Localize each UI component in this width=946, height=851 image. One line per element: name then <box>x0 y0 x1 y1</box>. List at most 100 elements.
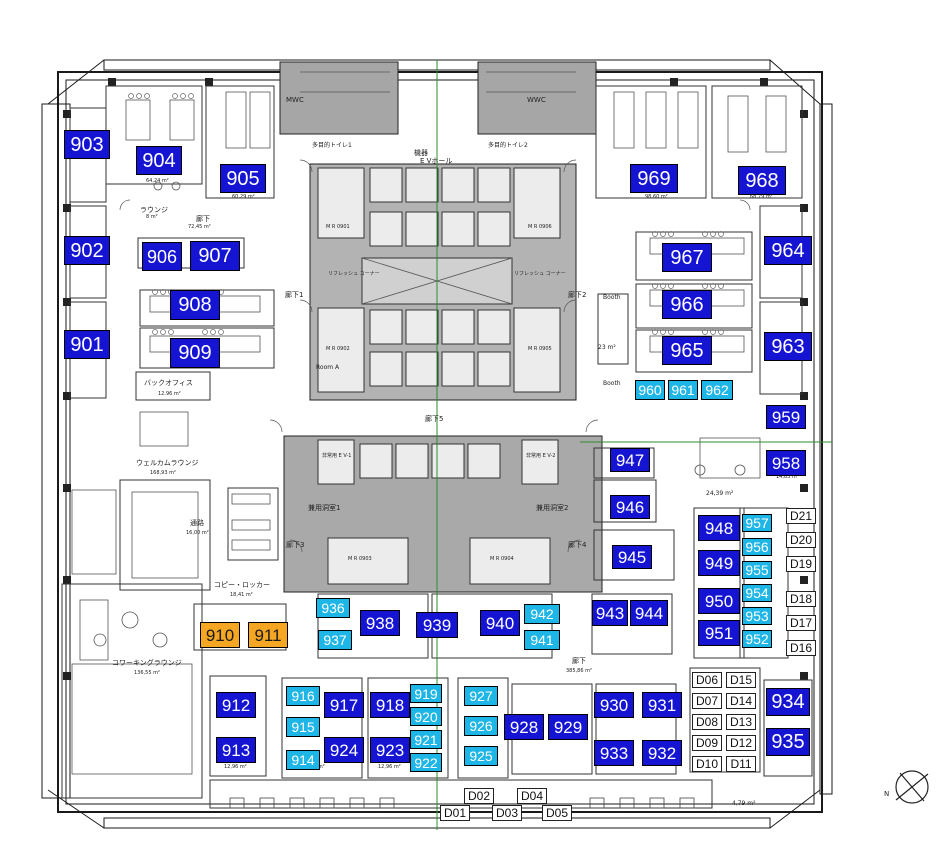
room-918[interactable]: 918 <box>370 692 410 718</box>
desk-D21[interactable]: D21 <box>786 508 816 524</box>
desk-D11[interactable]: D11 <box>726 756 756 772</box>
desk-D15[interactable]: D15 <box>726 672 756 688</box>
copy-locker-label: コピー・ロッカー <box>214 581 270 589</box>
desk-D08[interactable]: D08 <box>692 714 722 730</box>
room-962[interactable]: 962 <box>701 380 733 400</box>
room-936[interactable]: 936 <box>316 598 350 618</box>
room-953[interactable]: 953 <box>742 607 772 625</box>
area-913: 12,96 m² <box>224 764 247 770</box>
room-968[interactable]: 968 <box>738 166 786 195</box>
room-961[interactable]: 961 <box>668 380 698 400</box>
room-913[interactable]: 913 <box>216 737 256 763</box>
room-901[interactable]: 901 <box>64 330 110 359</box>
room-903[interactable]: 903 <box>64 130 110 159</box>
desk-D05[interactable]: D05 <box>542 805 572 821</box>
room-923[interactable]: 923 <box>370 737 410 763</box>
room-963[interactable]: 963 <box>764 332 812 361</box>
room-905[interactable]: 905 <box>220 164 266 193</box>
room-915[interactable]: 915 <box>286 717 320 737</box>
room-920[interactable]: 920 <box>410 707 442 726</box>
room-945[interactable]: 945 <box>612 545 652 569</box>
desk-D20[interactable]: D20 <box>786 532 816 548</box>
room-914[interactable]: 914 <box>286 750 320 770</box>
room-969[interactable]: 969 <box>630 164 678 193</box>
room-942[interactable]: 942 <box>524 604 560 624</box>
room-966[interactable]: 966 <box>662 290 712 319</box>
room-933[interactable]: 933 <box>594 740 634 766</box>
room-955[interactable]: 955 <box>742 561 772 579</box>
room-937[interactable]: 937 <box>318 630 352 650</box>
desk-D16[interactable]: D16 <box>786 640 816 656</box>
room-956[interactable]: 956 <box>742 538 772 556</box>
room-949[interactable]: 949 <box>698 550 740 576</box>
desk-D07[interactable]: D07 <box>692 693 722 709</box>
room-954[interactable]: 954 <box>742 584 772 602</box>
desk-D12[interactable]: D12 <box>726 735 756 751</box>
area-904: 64,24 m² <box>146 178 169 184</box>
desk-D19[interactable]: D19 <box>786 556 816 572</box>
room-929[interactable]: 929 <box>548 714 588 740</box>
room-947[interactable]: 947 <box>610 448 650 472</box>
room-921[interactable]: 921 <box>410 730 442 749</box>
room-964[interactable]: 964 <box>764 236 812 265</box>
room-907[interactable]: 907 <box>190 241 240 271</box>
chair-rows <box>128 93 724 335</box>
room-909[interactable]: 909 <box>170 338 220 368</box>
room-904[interactable]: 904 <box>136 146 182 175</box>
desk-D13[interactable]: D13 <box>726 714 756 730</box>
room-912[interactable]: 912 <box>216 692 256 718</box>
shared-room1-label: 兼用洞室1 <box>308 504 341 512</box>
room-917[interactable]: 917 <box>324 692 364 718</box>
room-938[interactable]: 938 <box>360 610 400 636</box>
lounge-area: 8 m² <box>146 214 158 220</box>
room-916[interactable]: 916 <box>286 686 320 706</box>
room-910[interactable]: 910 <box>200 622 240 648</box>
desk-D09[interactable]: D09 <box>692 735 722 751</box>
desk-D18[interactable]: D18 <box>786 591 816 607</box>
room-927[interactable]: 927 <box>464 686 498 706</box>
room-902[interactable]: 902 <box>64 236 110 265</box>
room-952[interactable]: 952 <box>742 630 772 648</box>
room-908[interactable]: 908 <box>170 290 220 320</box>
room-911[interactable]: 911 <box>248 622 288 648</box>
room-926[interactable]: 926 <box>464 716 498 736</box>
room-922[interactable]: 922 <box>410 753 442 772</box>
room-948[interactable]: 948 <box>698 515 740 541</box>
room-932[interactable]: 932 <box>642 740 682 766</box>
desk-D01[interactable]: D01 <box>440 805 470 821</box>
desk-D17[interactable]: D17 <box>786 615 816 631</box>
corridor-area: 72,45 m² <box>188 224 211 230</box>
room-930[interactable]: 930 <box>594 692 634 718</box>
room-925[interactable]: 925 <box>464 746 498 766</box>
room-924[interactable]: 924 <box>324 737 364 763</box>
room-934[interactable]: 934 <box>766 688 810 716</box>
room-906[interactable]: 906 <box>142 242 182 271</box>
room-928[interactable]: 928 <box>504 714 544 740</box>
room-958[interactable]: 958 <box>766 450 806 476</box>
desk-D10[interactable]: D10 <box>692 756 722 772</box>
room-919[interactable]: 919 <box>410 684 442 703</box>
room-943[interactable]: 943 <box>592 600 628 626</box>
room-939[interactable]: 939 <box>416 612 458 638</box>
room-965[interactable]: 965 <box>662 336 712 365</box>
area-misc: 4,79 m² <box>732 800 756 807</box>
room-967[interactable]: 967 <box>662 243 712 272</box>
room-959[interactable]: 959 <box>766 405 806 429</box>
room-960[interactable]: 960 <box>635 380 665 400</box>
desk-D06[interactable]: D06 <box>692 672 722 688</box>
room-950[interactable]: 950 <box>698 588 740 614</box>
room-931[interactable]: 931 <box>642 692 682 718</box>
room-935[interactable]: 935 <box>766 728 810 756</box>
desk-D04[interactable]: D04 <box>517 788 547 804</box>
room-941[interactable]: 941 <box>524 630 560 650</box>
room-951[interactable]: 951 <box>698 620 740 646</box>
room-944[interactable]: 944 <box>630 600 668 626</box>
desk-D02[interactable]: D02 <box>464 788 494 804</box>
refresh1-label: リフレッシュ コーナー <box>328 271 380 277</box>
room-946[interactable]: 946 <box>610 495 650 519</box>
room-940[interactable]: 940 <box>480 610 520 636</box>
desk-D03[interactable]: D03 <box>492 805 522 821</box>
door-arcs <box>119 159 751 553</box>
room-957[interactable]: 957 <box>742 514 772 532</box>
desk-D14[interactable]: D14 <box>726 693 756 709</box>
